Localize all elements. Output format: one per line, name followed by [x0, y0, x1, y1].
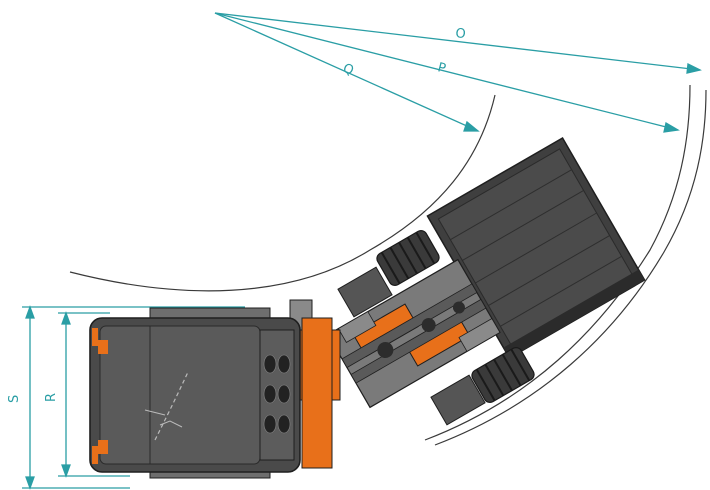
arrowhead-s-top [25, 305, 35, 319]
label-s: S [7, 395, 22, 403]
width-dimensions [22, 305, 245, 490]
arrowhead-r-top [61, 311, 71, 325]
front-wheel-right [471, 347, 535, 403]
label-r: R [44, 393, 59, 402]
rear-chassis [89, 299, 333, 479]
front-side-box-right [430, 374, 486, 426]
arrowhead-s-bottom [25, 476, 35, 490]
arrowhead-q [463, 120, 480, 132]
front-wheel-left [376, 230, 440, 286]
arrowhead-o [686, 63, 702, 74]
dimension-line-o [214, 12, 701, 71]
outer-turning-arc-2 [434, 89, 707, 446]
turning-arcs [69, 84, 707, 446]
label-o: O [455, 26, 467, 42]
radius-dimensions [214, 12, 702, 133]
front-section [327, 136, 646, 426]
outer-turning-arc-1 [424, 84, 691, 441]
arrowhead-p [663, 121, 680, 133]
label-p: P [436, 60, 447, 76]
dimension-line-q [214, 12, 479, 132]
inner-turning-arc [69, 94, 496, 292]
arrowhead-r-bottom [61, 464, 71, 478]
dimension-line-p [214, 12, 679, 131]
front-chassis [327, 258, 501, 409]
front-side-box-left [337, 266, 393, 318]
label-q: Q [340, 61, 355, 79]
